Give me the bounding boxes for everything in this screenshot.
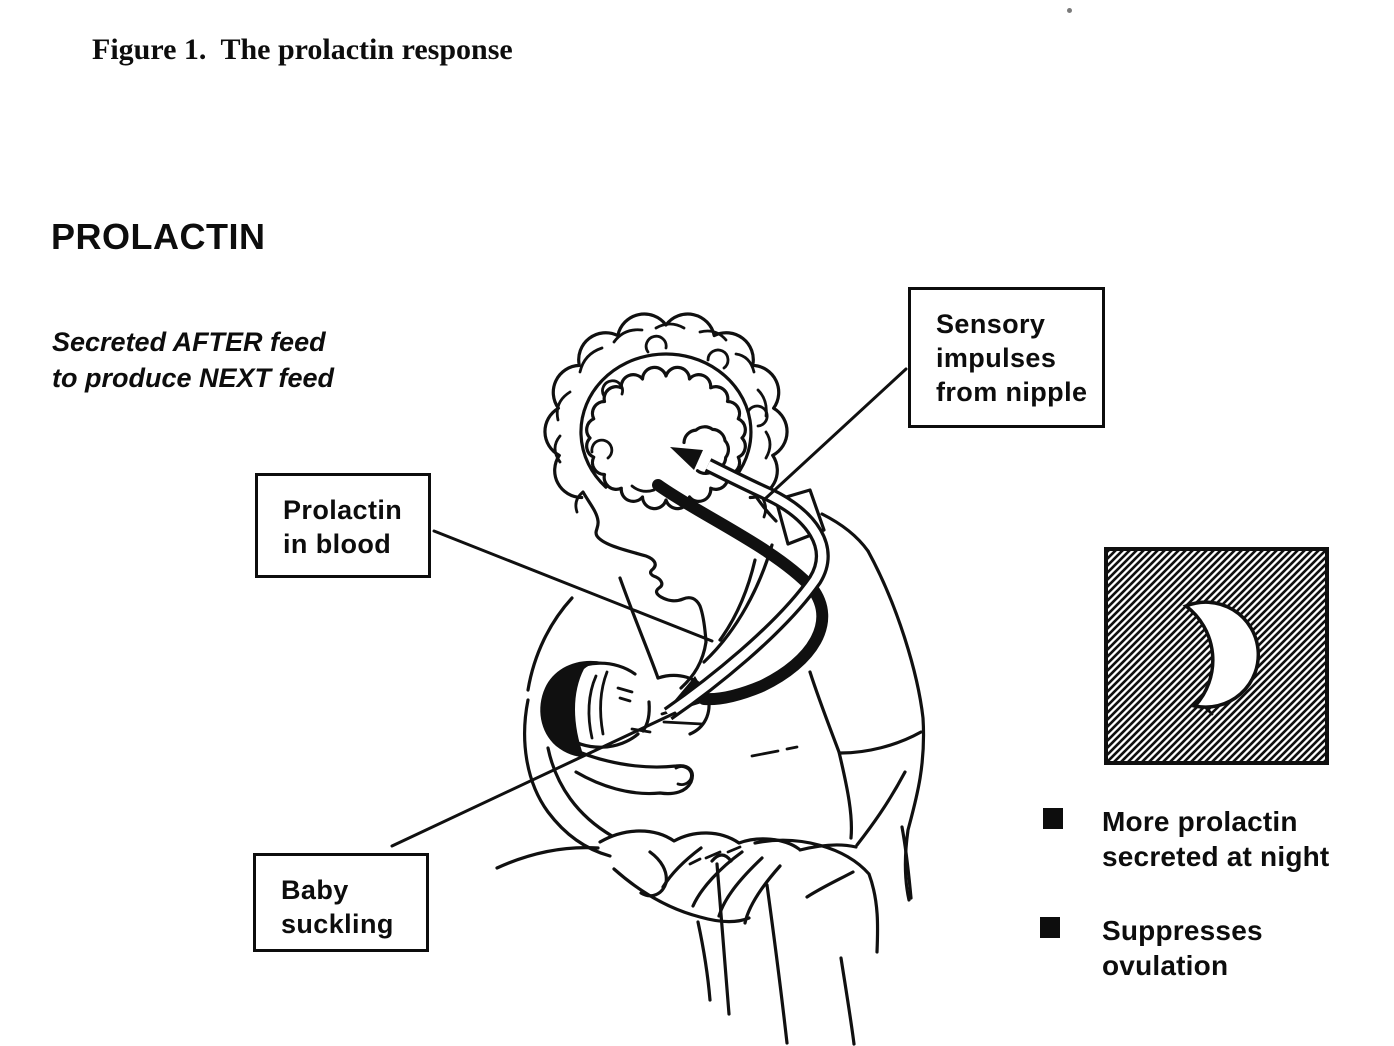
inner-arm [808,670,841,754]
skirt-folds [696,862,856,1046]
subtitle: Secreted AFTER feed to produce NEXT feed [52,324,334,396]
right-arm-outer [866,549,926,902]
fingers [661,846,782,925]
callout-sensory-impulses: Sensory impulses from nipple [908,287,1105,428]
sleeve-hem [839,730,923,755]
callout-line: from nipple [936,377,1088,407]
sensory-impulses-arrow [663,447,830,721]
baby-body-curve [546,746,614,838]
subtitle-line-2: to produce NEXT feed [52,363,335,393]
subtitle-line-1: Secreted AFTER feed [52,327,326,357]
legend-bullet-2: Suppresses ovulation [1102,913,1382,983]
knuckle-dashes [688,845,742,866]
chest-left-edge [618,576,660,680]
thumb [639,850,668,898]
baby-hand [674,765,693,786]
callout-prolactin-in-blood: Prolactin in blood [255,473,431,578]
sensory-arrowhead [670,447,703,470]
baby-arm [568,746,694,796]
collar [774,488,826,546]
hair-curl-rings [590,334,769,460]
bullet-line: ovulation [1102,950,1229,981]
moon-tick [1204,706,1214,716]
figure-number: Figure 1. [92,33,207,66]
baby-cheek [641,700,651,733]
crescent-moon-in-hatched-square-icon [1104,547,1329,765]
square-bullet-icon [1043,808,1063,829]
mother-hairline [579,352,753,489]
forearm-lines [837,750,907,847]
hair-curls [553,322,772,464]
left-shoulder-edge [526,596,574,692]
legend-bullet-1: More prolactin secreted at night [1102,804,1382,874]
shoulder-line [820,512,870,553]
figure-caption: Figure 1. The prolactin response [92,33,513,67]
bullet-line: secreted at night [1102,841,1330,872]
skirt-fold-hook [710,853,733,863]
scan-speck [1067,8,1072,13]
callout-line: Prolactin [283,495,403,525]
baby-hair-streaks [587,670,609,740]
bullet-line: Suppresses [1102,915,1263,946]
prolactin-heading: PROLACTIN [51,216,266,257]
callout-line: impulses [936,343,1057,373]
callout-line: Baby [281,875,349,905]
hands-bottom-contour [612,867,751,924]
mother-face-profile [581,490,708,644]
callout-line: in blood [283,529,392,559]
lap-right-thigh [753,838,880,954]
hands-top-contour [598,829,801,851]
crescent-moon-icon [1182,600,1261,709]
baby-hair [540,660,616,757]
callout-line: Sensory [936,309,1046,339]
callout-line: suckling [281,909,394,939]
prolactin-leader-line [432,529,714,643]
neck-front [679,640,708,690]
wrist-lines [798,843,858,899]
callout-baby-suckling: Baby suckling [253,853,429,952]
waist-dashes [750,745,799,758]
neck-back [755,496,778,523]
brain [585,365,747,511]
lap-left [495,846,600,870]
brain-fold [630,484,656,493]
square-bullet-icon [1040,917,1060,938]
bullet-line: More prolactin [1102,806,1298,837]
figure-title-text: The prolactin response [220,33,513,66]
sensory-leader-line [764,367,908,500]
callout-leader-lines [390,367,908,848]
mother-breastfeeding-baby-line-art [495,312,926,1046]
hip-right [900,825,913,900]
baby-suckling-leader-line [390,711,677,848]
